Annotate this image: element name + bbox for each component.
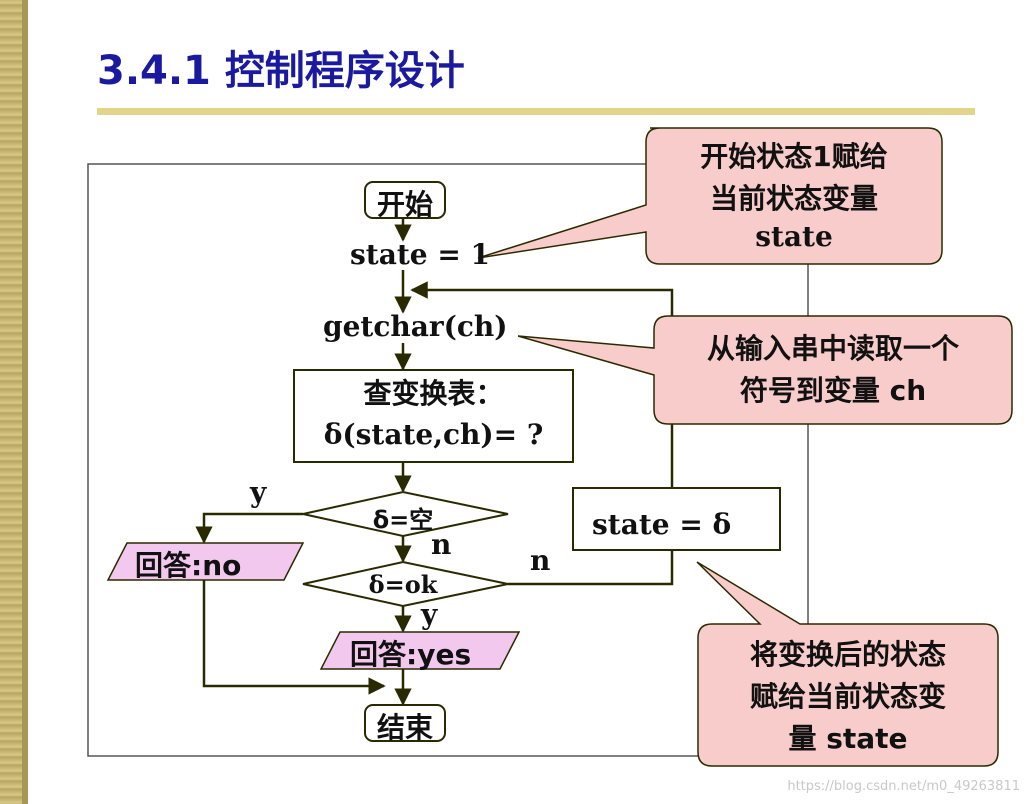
init-label: state = 1 <box>350 238 491 271</box>
decision-empty-label: δ=空 <box>372 506 434 534</box>
sidebar-edge <box>22 0 28 804</box>
start-label: 开始 <box>376 188 433 221</box>
read-label: getchar(ch) <box>323 310 508 343</box>
callout-1-shape <box>477 127 943 265</box>
callout-2-text: 从输入串中读取一个 符号到变量 ch <box>654 328 1012 412</box>
callout-2-line-2: 符号到变量 ch <box>739 374 927 407</box>
branch-label-y2: y <box>421 598 438 631</box>
answer-yes-label: 回答:yes <box>350 638 472 671</box>
outer-frame <box>87 163 809 757</box>
branch-label-n2: n <box>530 544 551 577</box>
start-box <box>364 181 446 219</box>
callout-1-text: 开始状态1赋给 当前状态变量 state <box>646 136 942 254</box>
end-label: 结束 <box>376 711 433 744</box>
callout-3-shape <box>696 561 999 767</box>
answer-no-label: 回答:no <box>135 549 242 582</box>
watermark-url: https://blog.csdn.net/m0_49263811 <box>787 779 1020 794</box>
callout-3-text: 将变换后的状态 赋给当前状态变 量 state <box>698 634 998 760</box>
decorative-sidebar <box>0 0 22 804</box>
answer-no-shape <box>106 542 305 581</box>
assign-label: state = δ <box>592 508 732 541</box>
lookup-box <box>293 369 574 463</box>
callout-2-line-1: 从输入串中读取一个 <box>706 332 959 365</box>
arrow-ok-no-branch <box>508 550 674 586</box>
callout-3-line-1: 将变换后的状态 <box>749 638 946 671</box>
page-title: 3.4.1 控制程序设计 <box>97 48 465 94</box>
title-underline <box>97 108 975 115</box>
decision-ok-label: δ=ok <box>368 570 438 599</box>
arrow-no-to-end <box>202 580 386 695</box>
callout-1-line-1: 开始状态1赋给 <box>700 140 888 173</box>
callout-1-line-2: 当前状态变量 <box>709 182 878 215</box>
callout-3-line-2: 赋给当前状态变 <box>749 680 946 713</box>
branch-label-n1: n <box>431 528 452 561</box>
lookup-line-1: 查变换表： <box>363 377 504 410</box>
arrow-empty-yes-branch <box>195 512 303 544</box>
assign-box <box>572 487 781 551</box>
callout-1-line-3: state <box>755 220 833 253</box>
lookup-line-2: δ(state,ch)= ? <box>323 418 544 451</box>
callout-2-shape <box>517 315 1013 425</box>
branch-label-y1: y <box>250 476 267 509</box>
callout-3-line-3: 量 state <box>788 722 908 755</box>
answer-yes-shape <box>319 631 521 670</box>
decision-empty-shape <box>302 490 509 538</box>
